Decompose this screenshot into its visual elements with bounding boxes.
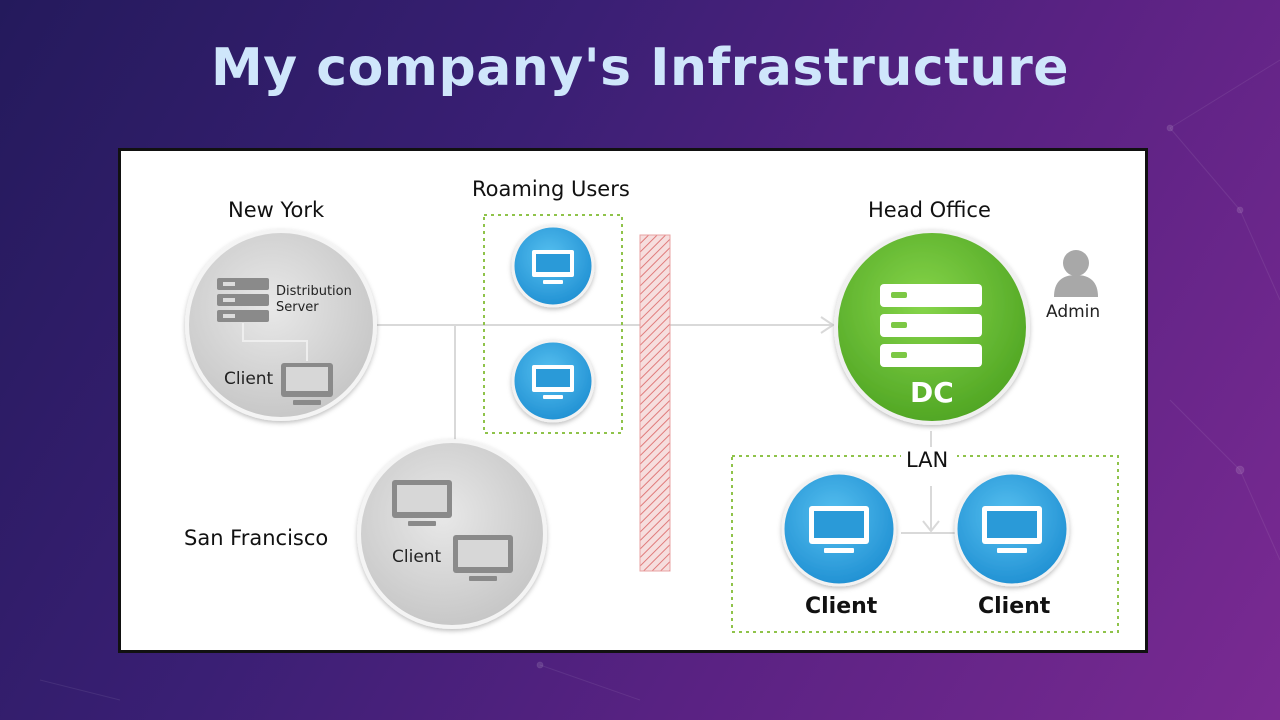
server-rack-icon bbox=[880, 284, 982, 367]
lan-label-bg bbox=[901, 447, 957, 475]
lan-client-label-2: Client bbox=[978, 594, 1051, 619]
lan-client-node-1 bbox=[781, 471, 897, 587]
dc-label: DC bbox=[910, 376, 954, 409]
san-francisco-site-node bbox=[357, 439, 547, 629]
monitor-icon bbox=[809, 506, 869, 553]
infrastructure-diagram-panel: New York Distribution Server Client San … bbox=[118, 148, 1148, 653]
server-rack-icon bbox=[217, 278, 269, 322]
dc-node bbox=[834, 229, 1030, 425]
monitor-icon bbox=[532, 365, 574, 399]
monitor-icon bbox=[453, 535, 513, 581]
user-icon bbox=[1054, 250, 1098, 297]
slide-title: My company's Infrastructure bbox=[211, 38, 1069, 98]
connection-lines bbox=[377, 316, 959, 534]
head-office-label: Head Office bbox=[868, 198, 991, 222]
roaming-user-node-2 bbox=[511, 339, 595, 423]
san-francisco-client-label: Client bbox=[392, 547, 442, 567]
admin-label: Admin bbox=[1046, 302, 1101, 322]
lan-label: LAN bbox=[906, 448, 949, 472]
roaming-users-group-border bbox=[483, 214, 623, 434]
roaming-user-node-1 bbox=[511, 224, 595, 308]
lan-client-node-2 bbox=[954, 471, 1070, 587]
distribution-server-line-2: Server bbox=[276, 300, 319, 315]
distribution-server-line-1: Distribution bbox=[276, 284, 352, 299]
diagram-canvas bbox=[185, 214, 1119, 633]
lan-group-border bbox=[731, 455, 1119, 633]
lan-arrow-head bbox=[922, 520, 940, 533]
arrow-head bbox=[820, 316, 835, 334]
lan-client-label-1: Client bbox=[805, 594, 878, 619]
monitor-icon bbox=[281, 363, 333, 405]
firewall bbox=[639, 234, 671, 572]
monitor-icon bbox=[982, 506, 1042, 553]
monitor-icon bbox=[392, 480, 452, 526]
monitor-icon bbox=[532, 250, 574, 284]
roaming-users-label: Roaming Users bbox=[472, 177, 630, 201]
new-york-client-label: Client bbox=[224, 369, 274, 389]
san-francisco-label: San Francisco bbox=[184, 526, 329, 550]
new-york-label: New York bbox=[228, 198, 325, 222]
new-york-site-node bbox=[185, 229, 377, 421]
distribution-server-label: Distribution Server bbox=[276, 284, 352, 316]
